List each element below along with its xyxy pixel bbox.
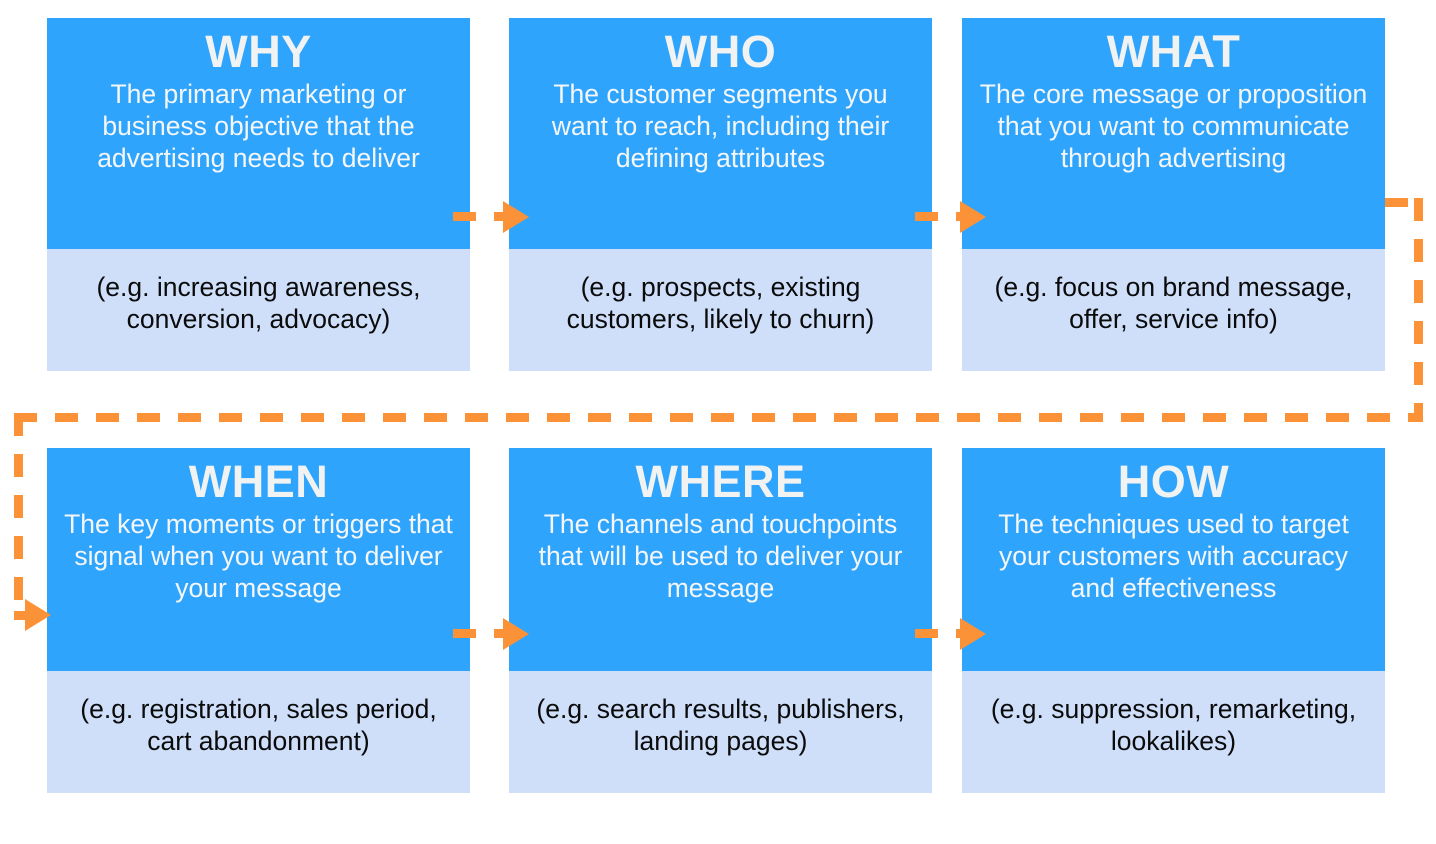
arrow-right-icon [503, 201, 529, 233]
connector-who-to-what [915, 201, 1001, 233]
card-how-example: (e.g. suppression, remarketing, lookalik… [990, 694, 1357, 757]
card-what-example: (e.g. focus on brand message, offer, ser… [994, 272, 1353, 335]
card-where-description: The channels and touchpoints that will b… [538, 508, 903, 604]
card-why-example: (e.g. increasing awareness, conversion, … [96, 272, 421, 335]
wrap-segment-left-vertical [14, 413, 23, 615]
card-how[interactable]: HOW The techniques used to target your c… [962, 448, 1385, 793]
connector-when-to-where [453, 618, 539, 650]
connector-where-to-how [915, 618, 1001, 650]
card-who-example: (e.g. prospects, existing customers, lik… [566, 272, 875, 335]
card-when-header: WHEN The key moments or triggers that si… [47, 448, 470, 671]
card-where-header: WHERE The channels and touchpoints that … [509, 448, 932, 671]
card-when-description: The key moments or triggers that signal … [64, 508, 453, 604]
card-when-example: (e.g. registration, sales period, cart a… [80, 694, 437, 757]
connector-why-to-who [453, 201, 539, 233]
card-why-description: The primary marketing or business object… [97, 78, 420, 174]
card-who-body: (e.g. prospects, existing customers, lik… [509, 249, 932, 371]
card-when-body: (e.g. registration, sales period, cart a… [47, 671, 470, 793]
card-what-body: (e.g. focus on brand message, offer, ser… [962, 249, 1385, 371]
card-where-title: WHERE [635, 456, 806, 507]
card-why-title: WHY [205, 26, 312, 77]
card-what[interactable]: WHAT The core message or proposition tha… [962, 18, 1385, 371]
card-when-title: WHEN [188, 456, 329, 507]
card-what-description: The core message or proposition that you… [979, 78, 1368, 174]
card-when[interactable]: WHEN The key moments or triggers that si… [47, 448, 470, 793]
card-how-body: (e.g. suppression, remarketing, lookalik… [962, 671, 1385, 793]
dashed-line-icon [915, 629, 968, 638]
arrow-right-icon [960, 201, 986, 233]
card-how-description: The techniques used to target your custo… [998, 508, 1349, 604]
card-who-description: The customer segments you want to reach,… [551, 78, 890, 174]
card-who-header: WHO The customer segments you want to re… [509, 18, 932, 249]
wrap-segment-right-vertical [1414, 198, 1423, 413]
arrow-right-icon [25, 599, 51, 631]
card-who[interactable]: WHO The customer segments you want to re… [509, 18, 932, 371]
arrow-right-icon [960, 618, 986, 650]
wrap-segment-middle-horizontal [14, 413, 1423, 422]
card-where-example: (e.g. search results, publishers, landin… [536, 694, 905, 757]
card-what-title: WHAT [1106, 26, 1241, 77]
dashed-line-icon [915, 212, 968, 221]
card-why-header: WHY The primary marketing or business ob… [47, 18, 470, 249]
card-where[interactable]: WHERE The channels and touchpoints that … [509, 448, 932, 793]
card-what-header: WHAT The core message or proposition tha… [962, 18, 1385, 249]
dashed-line-icon [453, 629, 511, 638]
dashed-line-icon [453, 212, 511, 221]
card-how-header: HOW The techniques used to target your c… [962, 448, 1385, 671]
card-who-title: WHO [664, 26, 777, 77]
card-where-body: (e.g. search results, publishers, landin… [509, 671, 932, 793]
wrap-segment-top-right-horizontal [1385, 198, 1423, 207]
card-why-body: (e.g. increasing awareness, conversion, … [47, 249, 470, 371]
card-why[interactable]: WHY The primary marketing or business ob… [47, 18, 470, 371]
card-how-title: HOW [1117, 456, 1230, 507]
arrow-right-icon [503, 618, 529, 650]
